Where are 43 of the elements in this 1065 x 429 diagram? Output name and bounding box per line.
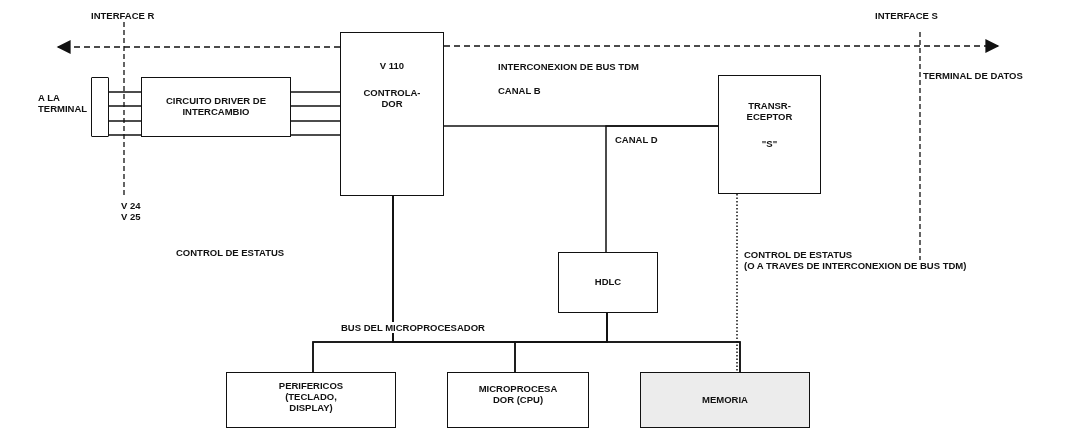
block-box (640, 372, 810, 428)
block-title: MEMORIA (702, 394, 748, 406)
connector-line (108, 120, 142, 122)
standard-label: V 24 (120, 200, 142, 212)
terminal-label: A LA TERMINAL (38, 92, 86, 115)
block-title: TRANSR- ECEPTOR (745, 101, 794, 123)
block-title: CIRCUITO DRIVER DE INTERCAMBIO (164, 96, 268, 118)
connector-line (290, 120, 341, 122)
interface-label: INTERFACE R (90, 10, 156, 22)
connector-line (108, 134, 142, 136)
block-subtitle: "S" (761, 138, 778, 150)
standard-label: V 25 (120, 211, 142, 223)
arrow (443, 39, 1000, 53)
block-subtitle: CONTROLA- DOR (362, 87, 422, 110)
connector-line (290, 134, 341, 136)
block-box (718, 75, 821, 194)
connector-line (290, 105, 341, 107)
edge-label: CANAL D (614, 134, 659, 145)
block-title: V 110 (379, 61, 405, 72)
block-title: MICROPROCESA DOR (CPU) (477, 384, 559, 406)
block-box (340, 32, 444, 196)
status-label: CONTROL DE ESTATUS (743, 249, 854, 261)
connector-line (108, 105, 142, 107)
dotted-line (736, 193, 738, 373)
status-note: (O A TRAVES DE INTERCONEXION DE BUS TDM) (743, 260, 968, 272)
interface-label: INTERFACE S (874, 10, 939, 22)
bus-label: INTERCONEXION DE BUS TDM (497, 61, 640, 73)
connector-line (606, 312, 741, 373)
connector-bar (91, 77, 109, 137)
connector-line (605, 125, 719, 253)
terminal-label: TERMINAL DE DATOS (922, 70, 1024, 82)
connector-line (290, 91, 341, 93)
status-label: CONTROL DE ESTATUS (175, 247, 286, 259)
block-box (447, 372, 589, 428)
arrow (56, 40, 341, 54)
block-box (141, 77, 291, 137)
block-title: PERIFERICOS (TECLADO, DISPLAY) (277, 381, 345, 414)
edge-label: CANAL B (497, 85, 542, 96)
block-box (558, 252, 658, 313)
block-title: HDLC (594, 277, 622, 288)
bus-label: BUS DEL MICROPROCESADOR (340, 322, 486, 334)
block-box (226, 372, 396, 428)
connector-line (108, 91, 142, 93)
